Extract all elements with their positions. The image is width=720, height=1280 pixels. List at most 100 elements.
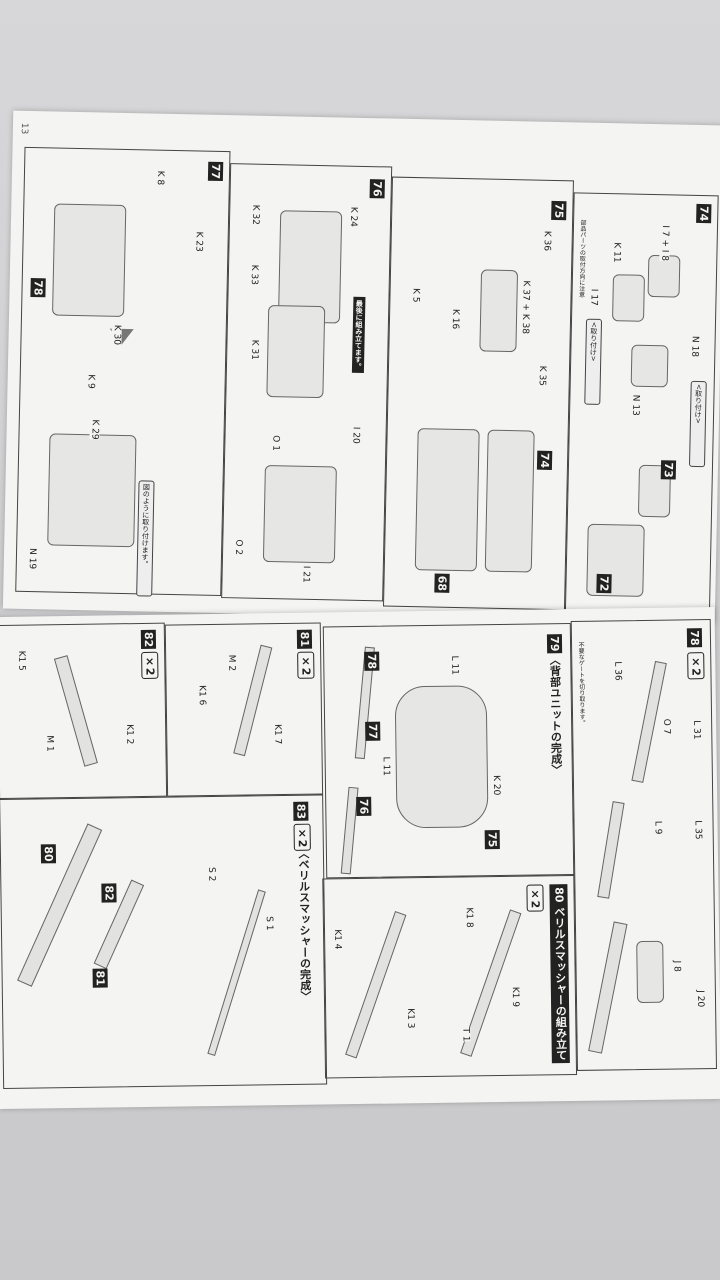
- part-label: I 7 + I 8: [659, 225, 671, 262]
- part-label: J 8: [671, 960, 682, 972]
- multiplier-badge: ×2: [526, 884, 544, 912]
- ref-81: 81: [92, 968, 108, 989]
- ref-78: 78: [30, 278, 46, 298]
- step-title: 80 ベリルスマッシャーの組み立て: [549, 884, 570, 1064]
- part-label: K1 9: [509, 986, 521, 1008]
- step-number: 79: [546, 634, 563, 654]
- part-label: K 23: [193, 231, 204, 252]
- part-drawing: [53, 655, 98, 767]
- step-82-panel: 82 ×2 K1 5 M 1 K1 2: [0, 622, 168, 799]
- caution-note: 不要なゲートを切り取ります。: [577, 641, 586, 726]
- part-label: K 8: [154, 170, 166, 186]
- step-title-text: ベリルスマッシャーの組み立て: [552, 906, 568, 1061]
- part-label: K1 4: [331, 929, 343, 950]
- part-drawing: [636, 940, 665, 1004]
- part-drawing: [479, 269, 519, 353]
- part-label: K 36: [541, 230, 552, 252]
- ref-72: 72: [596, 573, 612, 594]
- part-label: K 31: [249, 339, 260, 361]
- part-drawing: [266, 304, 326, 399]
- part-label: L 9: [652, 820, 663, 835]
- part-label: N 18: [689, 335, 700, 358]
- step-80-panel: 80 ベリルスマッシャーの組み立て ×2 K1 8 K1 9 T 1 K1 4 …: [322, 874, 578, 1079]
- step-76-panel: 76 K 32 K 33 K 24 K 31 O 1 O 2 I 20 I 21…: [221, 163, 393, 602]
- part-drawing: [414, 428, 480, 572]
- step-title: 〈ベリルスマッシャーの完成〉: [296, 847, 313, 1002]
- part-label: L 11: [380, 756, 391, 776]
- part-label: K 5: [410, 287, 421, 303]
- ref-75: 75: [484, 830, 500, 850]
- ref-68: 68: [434, 573, 450, 594]
- part-drawing: [484, 429, 535, 573]
- step-number: 75: [551, 200, 567, 221]
- part-label: I 20: [350, 426, 361, 444]
- part-label: K1 7: [272, 724, 283, 745]
- step-number: 81: [296, 629, 313, 650]
- part-drawing: [394, 685, 489, 829]
- part-label: K 24: [347, 206, 359, 228]
- detail-callout: <取り付け>: [688, 380, 707, 468]
- step-78-panel: 78 ×2 不要なゲートを切り取ります。 L 36 L 31 O 7 L 9 L…: [570, 619, 717, 1071]
- caution-note: 部品パーツの取付方向に注意: [577, 219, 587, 298]
- part-drawing: [207, 889, 266, 1057]
- part-label: S 2: [206, 866, 217, 882]
- part-drawing: [586, 523, 645, 597]
- step-83-panel: 83 ×2 〈ベリルスマッシャーの完成〉 S 2 S 1 80 82 81: [0, 794, 328, 1089]
- lower-manual-page: 78 ×2 不要なゲートを切り取ります。 L 36 L 31 O 7 L 9 L…: [0, 606, 720, 1110]
- part-drawing: [47, 433, 137, 548]
- part-label: K1 8: [463, 907, 474, 928]
- part-drawing: [597, 801, 625, 899]
- part-drawing: [588, 921, 628, 1054]
- ref-77: 77: [365, 721, 381, 742]
- part-label: K1 2: [124, 724, 135, 745]
- ref-78: 78: [364, 651, 380, 672]
- step-77-panel: 77 K 8 K 23 K 30 K 9 K 29 N 19 78 図のように取…: [15, 146, 231, 597]
- part-label: J 20: [694, 990, 706, 1008]
- step-number: 78: [686, 628, 703, 648]
- step-number: 76: [369, 179, 385, 199]
- part-label: M 2: [226, 654, 237, 672]
- part-label: S 1: [263, 916, 275, 931]
- detail-callout: 図のように取り付けます。: [136, 480, 155, 597]
- part-label: K1 5: [16, 650, 27, 671]
- part-label: N 13: [630, 394, 641, 416]
- part-drawing: [233, 644, 273, 757]
- step-number: 80: [552, 887, 566, 903]
- part-label: O 1: [270, 435, 281, 451]
- part-label: K 32: [249, 204, 261, 226]
- ref-76: 76: [356, 796, 372, 817]
- part-label: L 31: [691, 720, 702, 740]
- part-drawing: [647, 254, 681, 298]
- part-label: K 16: [449, 308, 461, 330]
- part-label: K 20: [490, 774, 502, 796]
- multiplier-badge: ×2: [687, 652, 705, 680]
- part-drawing: [52, 203, 127, 317]
- upper-manual-page: 13 74 部品パーツの取付方向に注意 K 11 I 7 + I 8 I 17 …: [2, 110, 720, 624]
- ref-82: 82: [101, 883, 117, 903]
- ref-74: 74: [536, 450, 553, 471]
- part-label: K 11: [611, 242, 622, 263]
- part-label: O 2: [233, 539, 244, 556]
- part-label: K 29: [89, 419, 100, 440]
- part-drawing: [17, 823, 103, 987]
- part-label: K 33: [248, 264, 260, 285]
- part-label: L 36: [612, 661, 623, 681]
- multiplier-badge: ×2: [141, 651, 159, 679]
- step-number: 77: [207, 161, 224, 182]
- multiplier-badge: ×2: [293, 823, 311, 851]
- part-label: I 17: [588, 288, 599, 306]
- ref-73: 73: [660, 460, 677, 480]
- step-title: 〈背部ユニットの完成〉: [548, 654, 563, 776]
- step-number: 83: [293, 801, 309, 822]
- step-number: 82: [140, 629, 157, 650]
- part-label: T 1: [460, 1027, 471, 1042]
- multiplier-badge: ×2: [297, 651, 315, 679]
- detail-callout: <取り付け>: [584, 318, 603, 405]
- part-label: K 9: [85, 374, 96, 389]
- part-drawing: [262, 464, 337, 564]
- part-label: K 35: [536, 365, 548, 387]
- part-label: N 19: [26, 547, 38, 570]
- ref-80: 80: [40, 844, 57, 864]
- step-number: 74: [696, 203, 712, 224]
- page-number: 13: [18, 122, 30, 135]
